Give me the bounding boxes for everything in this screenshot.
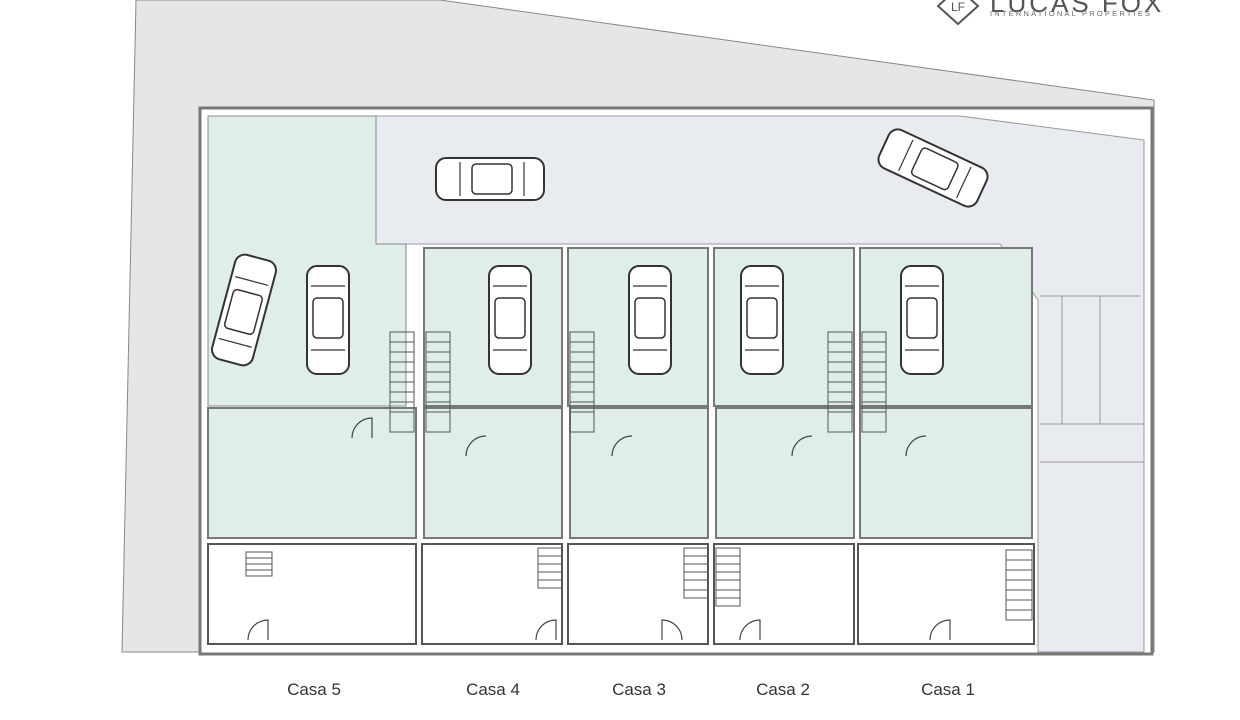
car-icon bbox=[628, 265, 672, 375]
car-icon bbox=[900, 265, 944, 375]
ground-rooms bbox=[207, 407, 1033, 539]
car-icon bbox=[210, 253, 278, 367]
car-icon bbox=[877, 128, 989, 208]
car-icon bbox=[306, 265, 350, 375]
doors bbox=[247, 417, 951, 641]
house-label-4: Casa 4 bbox=[466, 680, 520, 699]
brand-name: LUCAS FOX bbox=[990, 0, 1165, 18]
house-label-3: Casa 3 bbox=[612, 680, 666, 699]
brand-logo: LF LUCAS FOX INTERNATIONAL PROPERTIES bbox=[936, 0, 1176, 26]
svg-text:LF: LF bbox=[951, 0, 965, 14]
car-icon bbox=[435, 157, 545, 201]
house-label-2: Casa 2 bbox=[756, 680, 810, 699]
brand-tagline: INTERNATIONAL PROPERTIES bbox=[990, 9, 1153, 18]
side-parking bbox=[1040, 295, 1144, 463]
staircases bbox=[245, 331, 1033, 621]
cars bbox=[210, 128, 989, 375]
lf-monogram-icon: LF bbox=[936, 0, 980, 26]
car-icon bbox=[488, 265, 532, 375]
lower-rooms bbox=[207, 543, 1035, 645]
house-label-5: Casa 5 bbox=[287, 680, 341, 699]
house-label-1: Casa 1 bbox=[921, 680, 975, 699]
car-icon bbox=[740, 265, 784, 375]
